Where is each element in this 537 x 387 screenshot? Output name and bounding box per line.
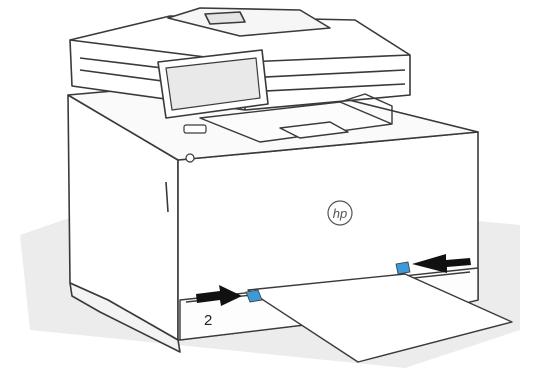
hp-logo-icon: hp — [328, 201, 352, 225]
right-paper-guide — [396, 262, 410, 274]
brand-logo-text: hp — [333, 206, 347, 221]
tray-number-label: 2 — [204, 312, 212, 329]
